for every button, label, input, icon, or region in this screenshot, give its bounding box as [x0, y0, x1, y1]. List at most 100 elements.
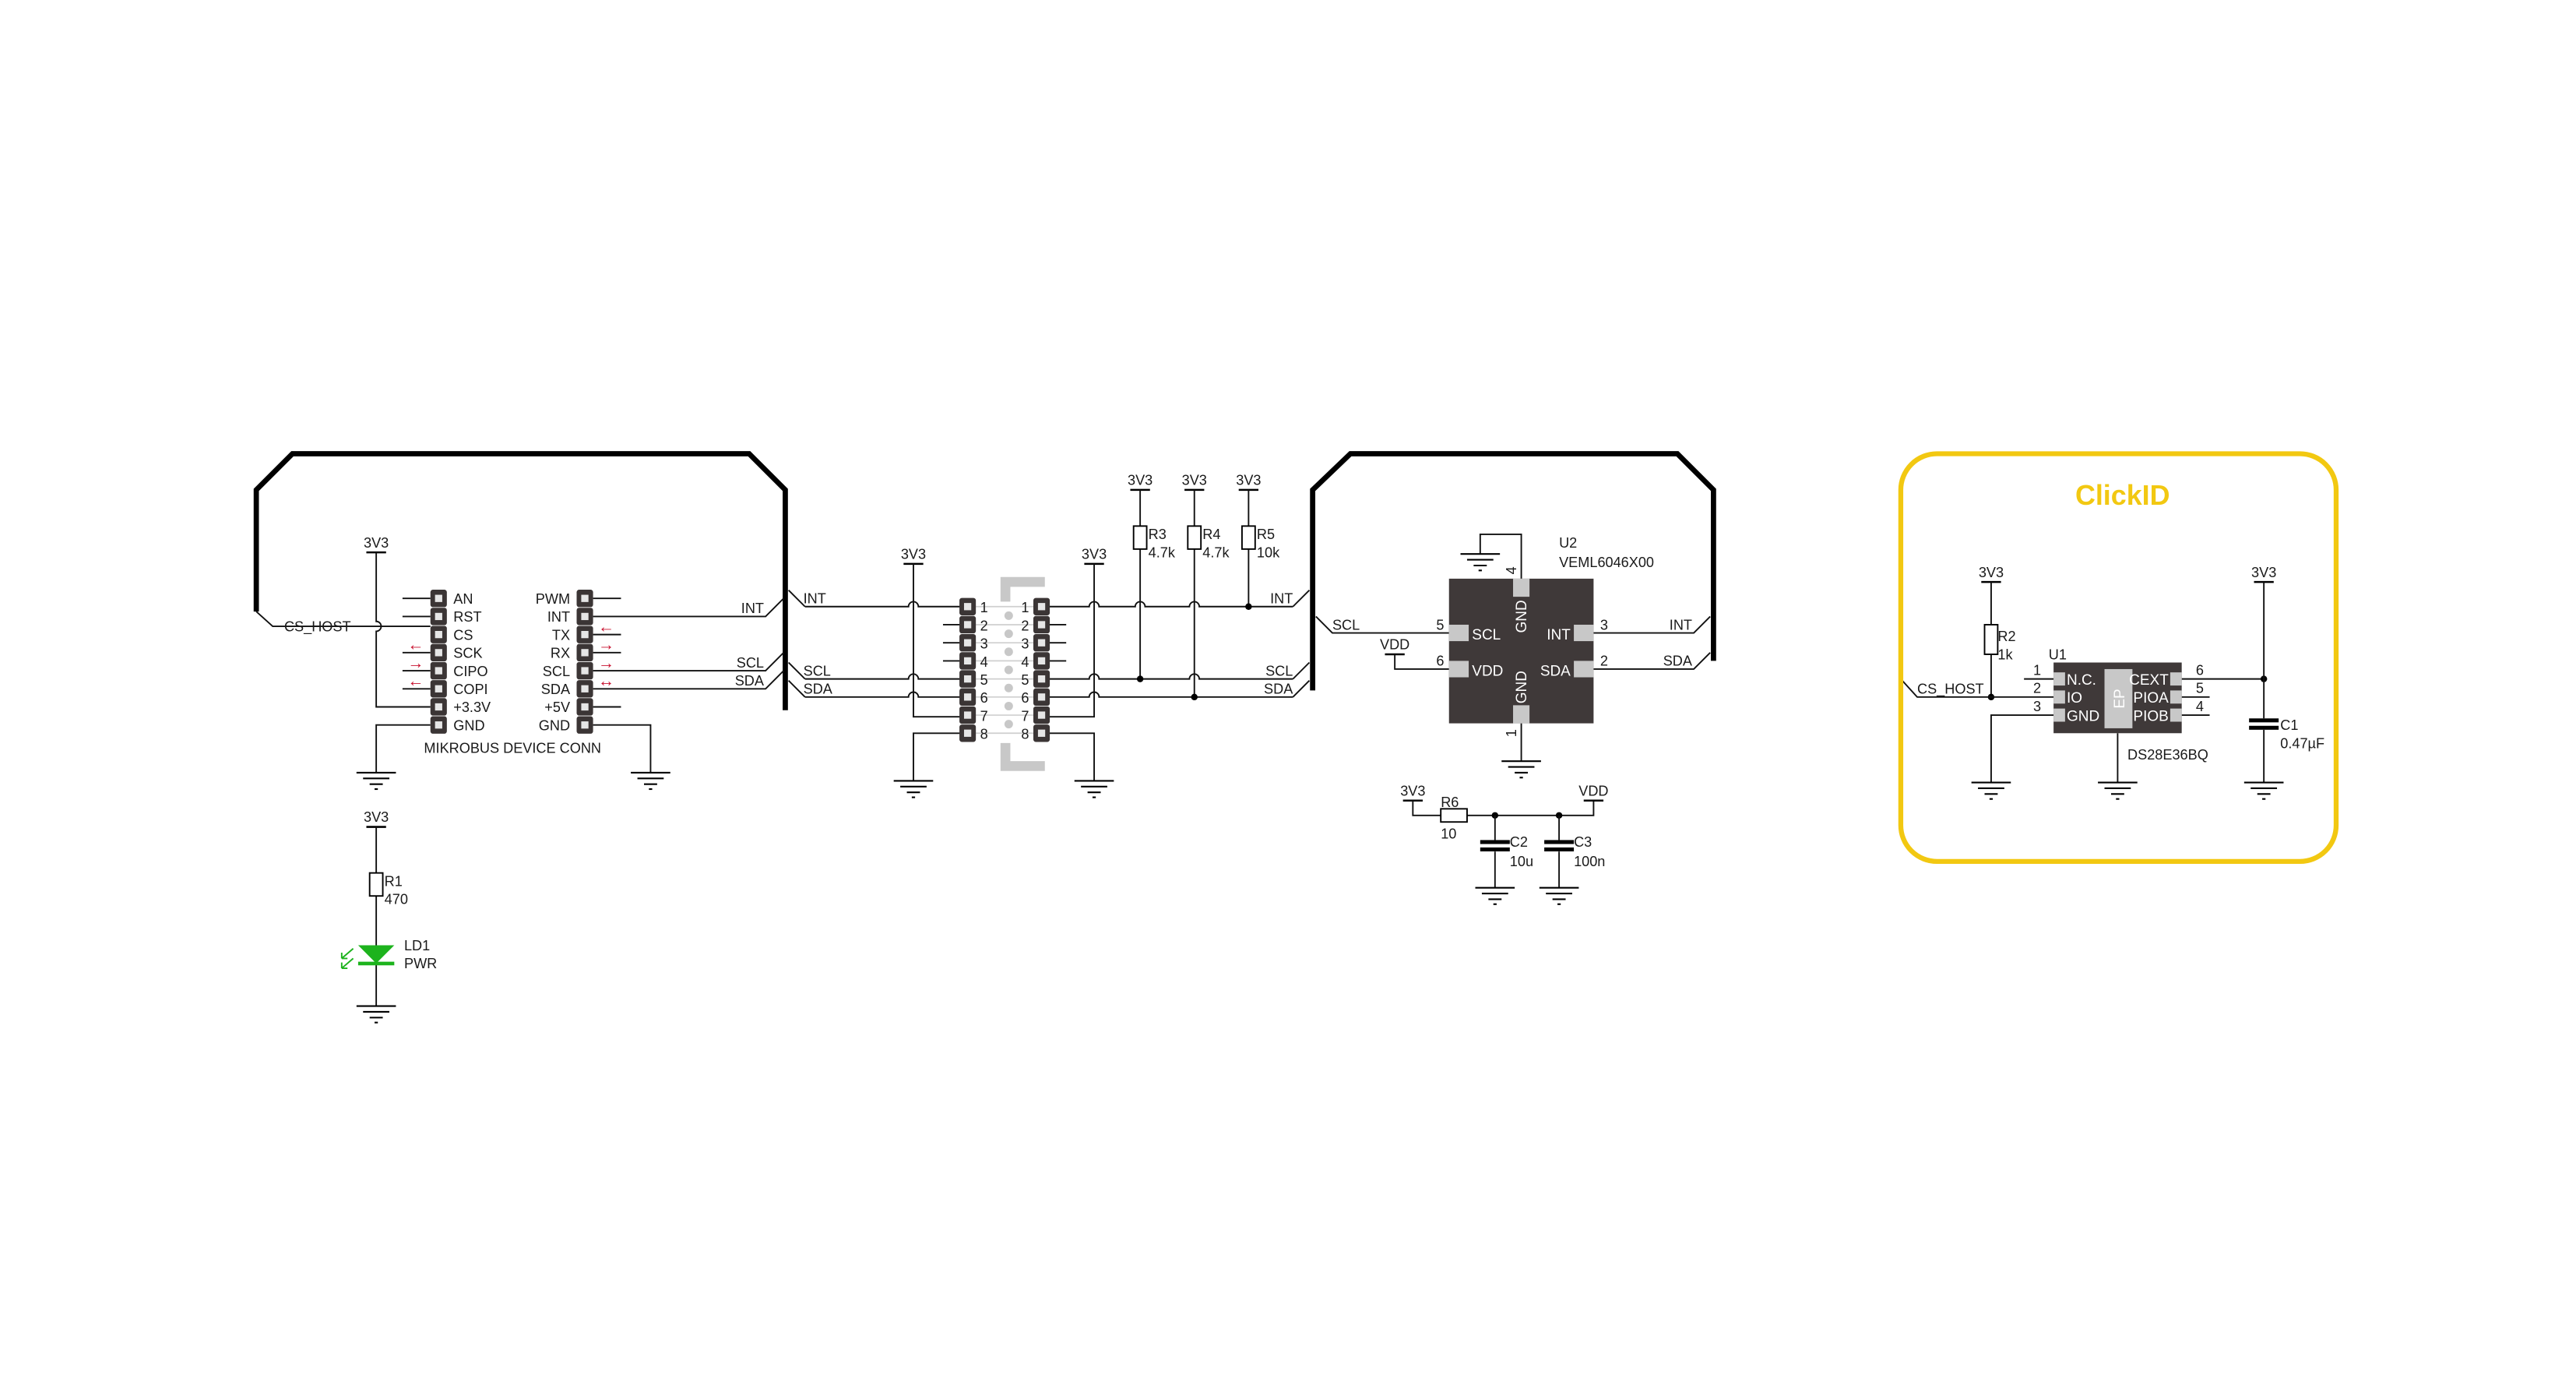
connector-left-header: [959, 597, 977, 742]
c1-capacitor-icon: [2249, 718, 2279, 730]
header-pin-pad: [963, 603, 972, 611]
header-pin-pad: [435, 685, 442, 692]
cs-host-wire: [255, 611, 431, 628]
r5-ref: R5: [1257, 527, 1275, 542]
u1-pin-number: 3: [2033, 699, 2041, 714]
mikrobus-pin-label: PWM: [536, 591, 570, 607]
sda-wire: [787, 680, 806, 698]
header-pin-pad: [435, 594, 442, 602]
chip-pad: [1574, 661, 1594, 678]
light-emission-arrow-icon: [340, 948, 354, 960]
connector-pin-number: 4: [980, 654, 988, 670]
net-label-scl: SCL: [1265, 663, 1293, 678]
signal-direction-arrow-icon: ←: [598, 618, 614, 636]
signal-direction-arrow-icon: →: [598, 654, 614, 672]
c3-value: 100n: [1574, 854, 1605, 869]
ground-icon: [356, 1005, 396, 1024]
mikrobus-pin-label: SDA: [541, 682, 571, 697]
clickid-title: ClickID: [2075, 480, 2170, 511]
power-label-vdd: VDD: [1578, 783, 1608, 798]
r1-value: 470: [385, 892, 408, 907]
mikrobus-pin-label: GND: [453, 717, 484, 733]
header-pin-pad: [581, 612, 589, 621]
capacitor-plate: [2249, 718, 2279, 723]
mikrobus-pin-label: +3.3V: [453, 700, 491, 715]
power-label-3v3: 3V3: [1400, 783, 1425, 798]
ld1-ref: LD1: [404, 938, 430, 953]
capacitor-plate: [1544, 840, 1575, 844]
signal-direction-arrow-icon: ←: [407, 636, 424, 654]
header-pin-pad: [435, 612, 442, 621]
header-pin-pad: [963, 711, 972, 719]
int-wire: [593, 597, 784, 618]
ground-icon: [1475, 886, 1515, 905]
mikrobus-pin-label: RST: [453, 609, 481, 625]
chip-pad: [1513, 705, 1530, 724]
pullup-resistor-icon: [1132, 525, 1148, 550]
header-pin-pad: [1037, 603, 1046, 611]
mikrobus-pin-label: GND: [539, 717, 570, 733]
u2-ref: U2: [1559, 535, 1577, 551]
junction-dot: [1136, 675, 1144, 682]
sda-wire: [593, 670, 784, 690]
mikrobus-pin-label: SCL: [543, 664, 570, 679]
ground-icon: [1501, 760, 1541, 779]
mikrobus-left-header: [430, 590, 447, 734]
capacitor-plate: [1480, 847, 1510, 852]
r3-value: 4.7k: [1149, 544, 1176, 560]
c1-value: 0.47µF: [2280, 735, 2324, 751]
chip-body: [1448, 578, 1594, 724]
header-pin-pad: [1037, 675, 1046, 683]
net-label-cs-host: CS_HOST: [284, 618, 351, 635]
connector-dot: [1004, 629, 1013, 639]
scl-wire: [1047, 673, 1293, 680]
net-label-scl: SCL: [1332, 617, 1360, 633]
capacitor-plate: [2249, 725, 2279, 730]
net-label-scl: SCL: [804, 663, 831, 678]
chip-pad: [1448, 624, 1469, 642]
chip-pad: [2053, 690, 2065, 704]
wires-layer: [253, 451, 2284, 1024]
bus-outline-left: [253, 451, 788, 710]
capacitor-plate: [1480, 840, 1510, 844]
ground-icon: [893, 780, 934, 798]
connector-pin-number: 3: [1021, 636, 1029, 652]
pullup-resistor-icon: [1187, 525, 1202, 550]
net-label-sda: SDA: [1264, 682, 1293, 697]
u2-pin-sda-num: 2: [1600, 654, 1608, 669]
c3-ref: C3: [1574, 834, 1592, 850]
header-pin-pad: [963, 639, 972, 647]
power-label-3v3: 3V3: [1082, 547, 1107, 562]
r2-value: 1k: [1997, 647, 2013, 662]
connector-pin-number: 1: [980, 600, 988, 615]
u1-pin-number: 2: [2033, 681, 2041, 696]
u2-pin-scl-num: 5: [1436, 617, 1444, 633]
gnd-wire: [1990, 714, 2054, 783]
bus-outline-right: [1310, 451, 1716, 691]
u2-pin-vdd-name: VDD: [1472, 663, 1503, 679]
mikrobus-title: MIKROBUS DEVICE CONN: [424, 741, 601, 756]
ground-icon: [1074, 780, 1114, 798]
connector-pin-number: 2: [980, 618, 988, 633]
header-pin-pad: [963, 657, 972, 665]
3v3-wire: [913, 563, 962, 718]
power-label-3v3: 3V3: [2251, 565, 2276, 580]
header-pin-pad: [435, 630, 442, 639]
r2-resistor-icon: [1983, 624, 1999, 655]
u1-pin-name: N.C.: [2067, 672, 2096, 689]
power-label-3v3: 3V3: [364, 809, 389, 825]
header-pin-pad: [963, 693, 972, 701]
ground-icon: [2243, 781, 2284, 800]
net-label-sda: SDA: [804, 682, 833, 697]
header-pin-pad: [435, 667, 442, 675]
u2-pin-gnd-top-num: 4: [1504, 566, 1519, 574]
connector-pin-number: 1: [1021, 600, 1029, 615]
c2-ref: C2: [1510, 834, 1528, 850]
u2-pin-gnd-bottom-name: GND: [1514, 671, 1530, 703]
net-label-int: INT: [804, 591, 826, 607]
signal-direction-arrow-icon: ↔: [598, 672, 614, 690]
signal-direction-arrow-icon: ←: [407, 672, 424, 690]
c3-capacitor-icon: [1544, 840, 1575, 852]
